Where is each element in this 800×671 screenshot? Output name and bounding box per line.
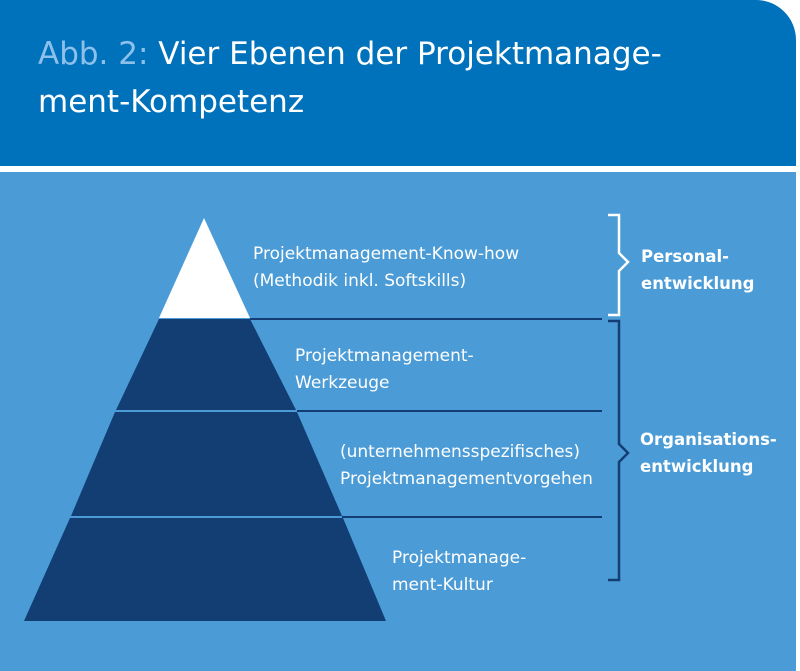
pyramid-level-culture	[24, 518, 386, 621]
pyramid-level-knowhow	[159, 218, 250, 318]
level-tools-line-1: Projektmanagement-	[295, 346, 474, 366]
pyramid-level-tools	[116, 319, 296, 410]
bracket-personal	[608, 213, 630, 317]
group-organisation-line-1: Organisations-	[640, 430, 777, 449]
level-label-culture: Projektmanage- ment-Kultur	[392, 545, 526, 599]
group-label-personal: Personal- entwicklung	[641, 243, 754, 297]
group-personal-line-1: Personal-	[641, 247, 729, 266]
figure-header: Abb. 2: Vier Ebenen der Projektmanage- m…	[0, 0, 796, 166]
level-label-process: (unternehmensspezifisches) Projektmanage…	[340, 439, 593, 493]
title-line-2: ment-Kompetenz	[38, 84, 305, 120]
group-organisation-line-2: entwicklung	[640, 457, 754, 476]
level-label-knowhow: Projektmanagement-Know-how (Methodik ink…	[253, 241, 519, 295]
level-label-tools: Projektmanagement- Werkzeuge	[295, 343, 474, 397]
bracket-organisation	[608, 319, 630, 582]
level-culture-line-2: ment-Kultur	[392, 575, 493, 595]
title-line-1: Vier Ebenen der Projektmanage-	[158, 36, 662, 72]
figure-title: Abb. 2: Vier Ebenen der Projektmanage- m…	[38, 30, 758, 126]
level-knowhow-line-2: (Methodik inkl. Softskills)	[253, 271, 467, 291]
level-knowhow-line-1: Projektmanagement-Know-how	[253, 244, 520, 264]
level-tools-line-2: Werkzeuge	[295, 373, 390, 393]
group-label-organisation: Organisations- entwicklung	[640, 426, 777, 480]
group-personal-line-2: entwicklung	[641, 274, 755, 293]
level-culture-line-1: Projektmanage-	[392, 548, 527, 568]
level-process-line-1: (unternehmensspezifisches)	[340, 442, 581, 462]
level-process-line-2: Projektmanagementvorgehen	[340, 469, 593, 489]
figure-number: Abb. 2:	[38, 36, 149, 72]
pyramid-level-process	[71, 412, 342, 516]
